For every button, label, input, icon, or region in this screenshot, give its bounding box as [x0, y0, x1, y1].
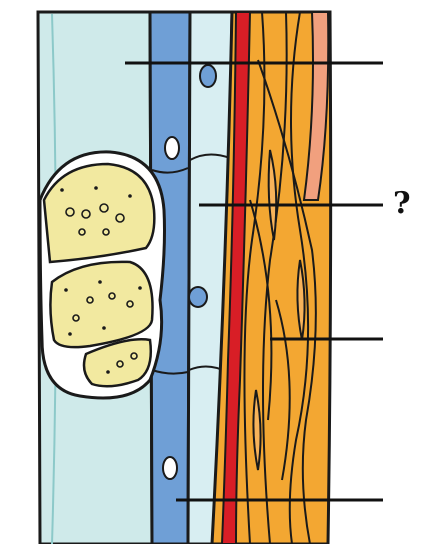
blue-nucleus-1 — [165, 137, 179, 159]
light-nucleus-2 — [189, 287, 207, 307]
blue-nucleus-2 — [163, 457, 177, 479]
light-nucleus-1 — [200, 65, 216, 87]
sieve-structure — [40, 152, 165, 398]
question-mark-label: ? — [393, 186, 411, 221]
